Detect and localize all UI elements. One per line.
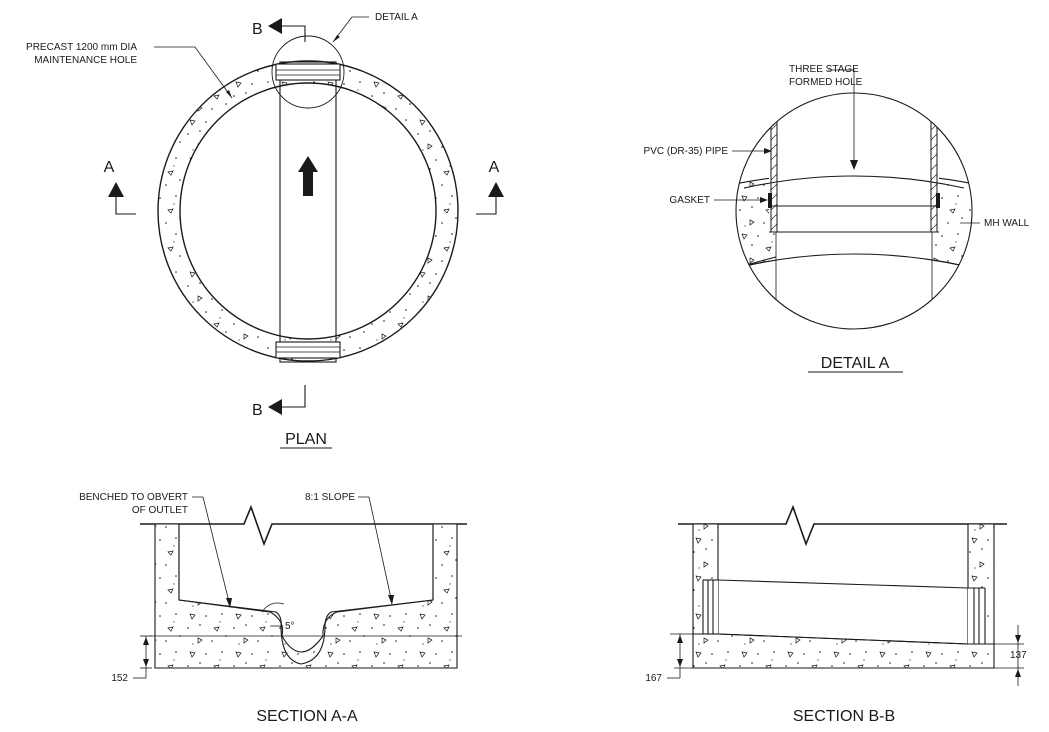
benched-label-line2: OF OUTLET xyxy=(132,505,188,516)
three-stage-label-line2: FORMED HOLE xyxy=(789,77,863,88)
precast-label-line2: MAINTENANCE HOLE xyxy=(34,55,137,66)
detail-a-title: DETAIL A xyxy=(821,355,890,372)
plan-concrete-ring xyxy=(157,60,459,362)
cut-b-top-letter: B xyxy=(252,21,263,38)
pvc-pipe-label: PVC (DR-35) PIPE xyxy=(644,146,729,157)
detail-pipe-wall-left xyxy=(770,93,778,233)
detail-gasket-left xyxy=(768,193,772,208)
precast-label-line1: PRECAST 1200 mm DIA xyxy=(26,42,137,53)
section-aa-concrete xyxy=(154,523,458,669)
dimension-152: 152 xyxy=(111,673,128,684)
dimension-137: 137 xyxy=(1010,650,1027,661)
section-aa-break-line xyxy=(140,504,467,547)
plan-view: PRECAST 1200 mm DIA MAINTENANCE HOLE DET… xyxy=(26,12,504,449)
cut-b-bottom-arrow-icon xyxy=(268,399,282,415)
cut-a-left-arrow-icon xyxy=(108,182,124,197)
plan-pipe-top-bell xyxy=(275,63,341,81)
detail-gasket-right xyxy=(936,193,940,208)
plan-title: PLAN xyxy=(285,431,327,448)
three-stage-label-line1: THREE STAGE xyxy=(789,64,859,75)
section-aa-view: 5° BENCHED TO OBVERT OF OUTLET 8:1 SLOPE… xyxy=(79,492,467,725)
slope-label: 8:1 SLOPE xyxy=(305,492,355,503)
section-aa-title: SECTION A-A xyxy=(256,708,358,725)
detail-pipe-wall-right xyxy=(930,93,938,233)
angle-label: 5° xyxy=(285,621,295,632)
cut-b-bottom-letter: B xyxy=(252,402,263,419)
detail-a-callout-circle xyxy=(271,35,345,109)
cut-b-top-arrow-icon xyxy=(268,18,282,34)
gasket-label: GASKET xyxy=(669,195,710,206)
detail-a-callout-label: DETAIL A xyxy=(375,12,418,23)
section-bb-break-line xyxy=(678,504,1007,547)
mh-wall-label: MH WALL xyxy=(984,218,1030,229)
cut-a-right-letter: A xyxy=(489,159,500,176)
cut-a-left-letter: A xyxy=(104,159,115,176)
section-bb-title: SECTION B-B xyxy=(793,708,895,725)
detail-a-view: THREE STAGE FORMED HOLE PVC (DR-35) PIPE… xyxy=(644,64,1030,373)
section-bb-view: 167 137 SECTION B-B xyxy=(645,504,1027,725)
plan-pipe-bottom-bell xyxy=(275,341,341,359)
plan-pipe xyxy=(279,61,337,363)
cut-a-right-arrow-icon xyxy=(488,182,504,197)
dimension-167: 167 xyxy=(645,673,662,684)
benched-label-line1: BENCHED TO OBVERT xyxy=(79,492,188,503)
flow-arrow-icon xyxy=(298,156,318,196)
